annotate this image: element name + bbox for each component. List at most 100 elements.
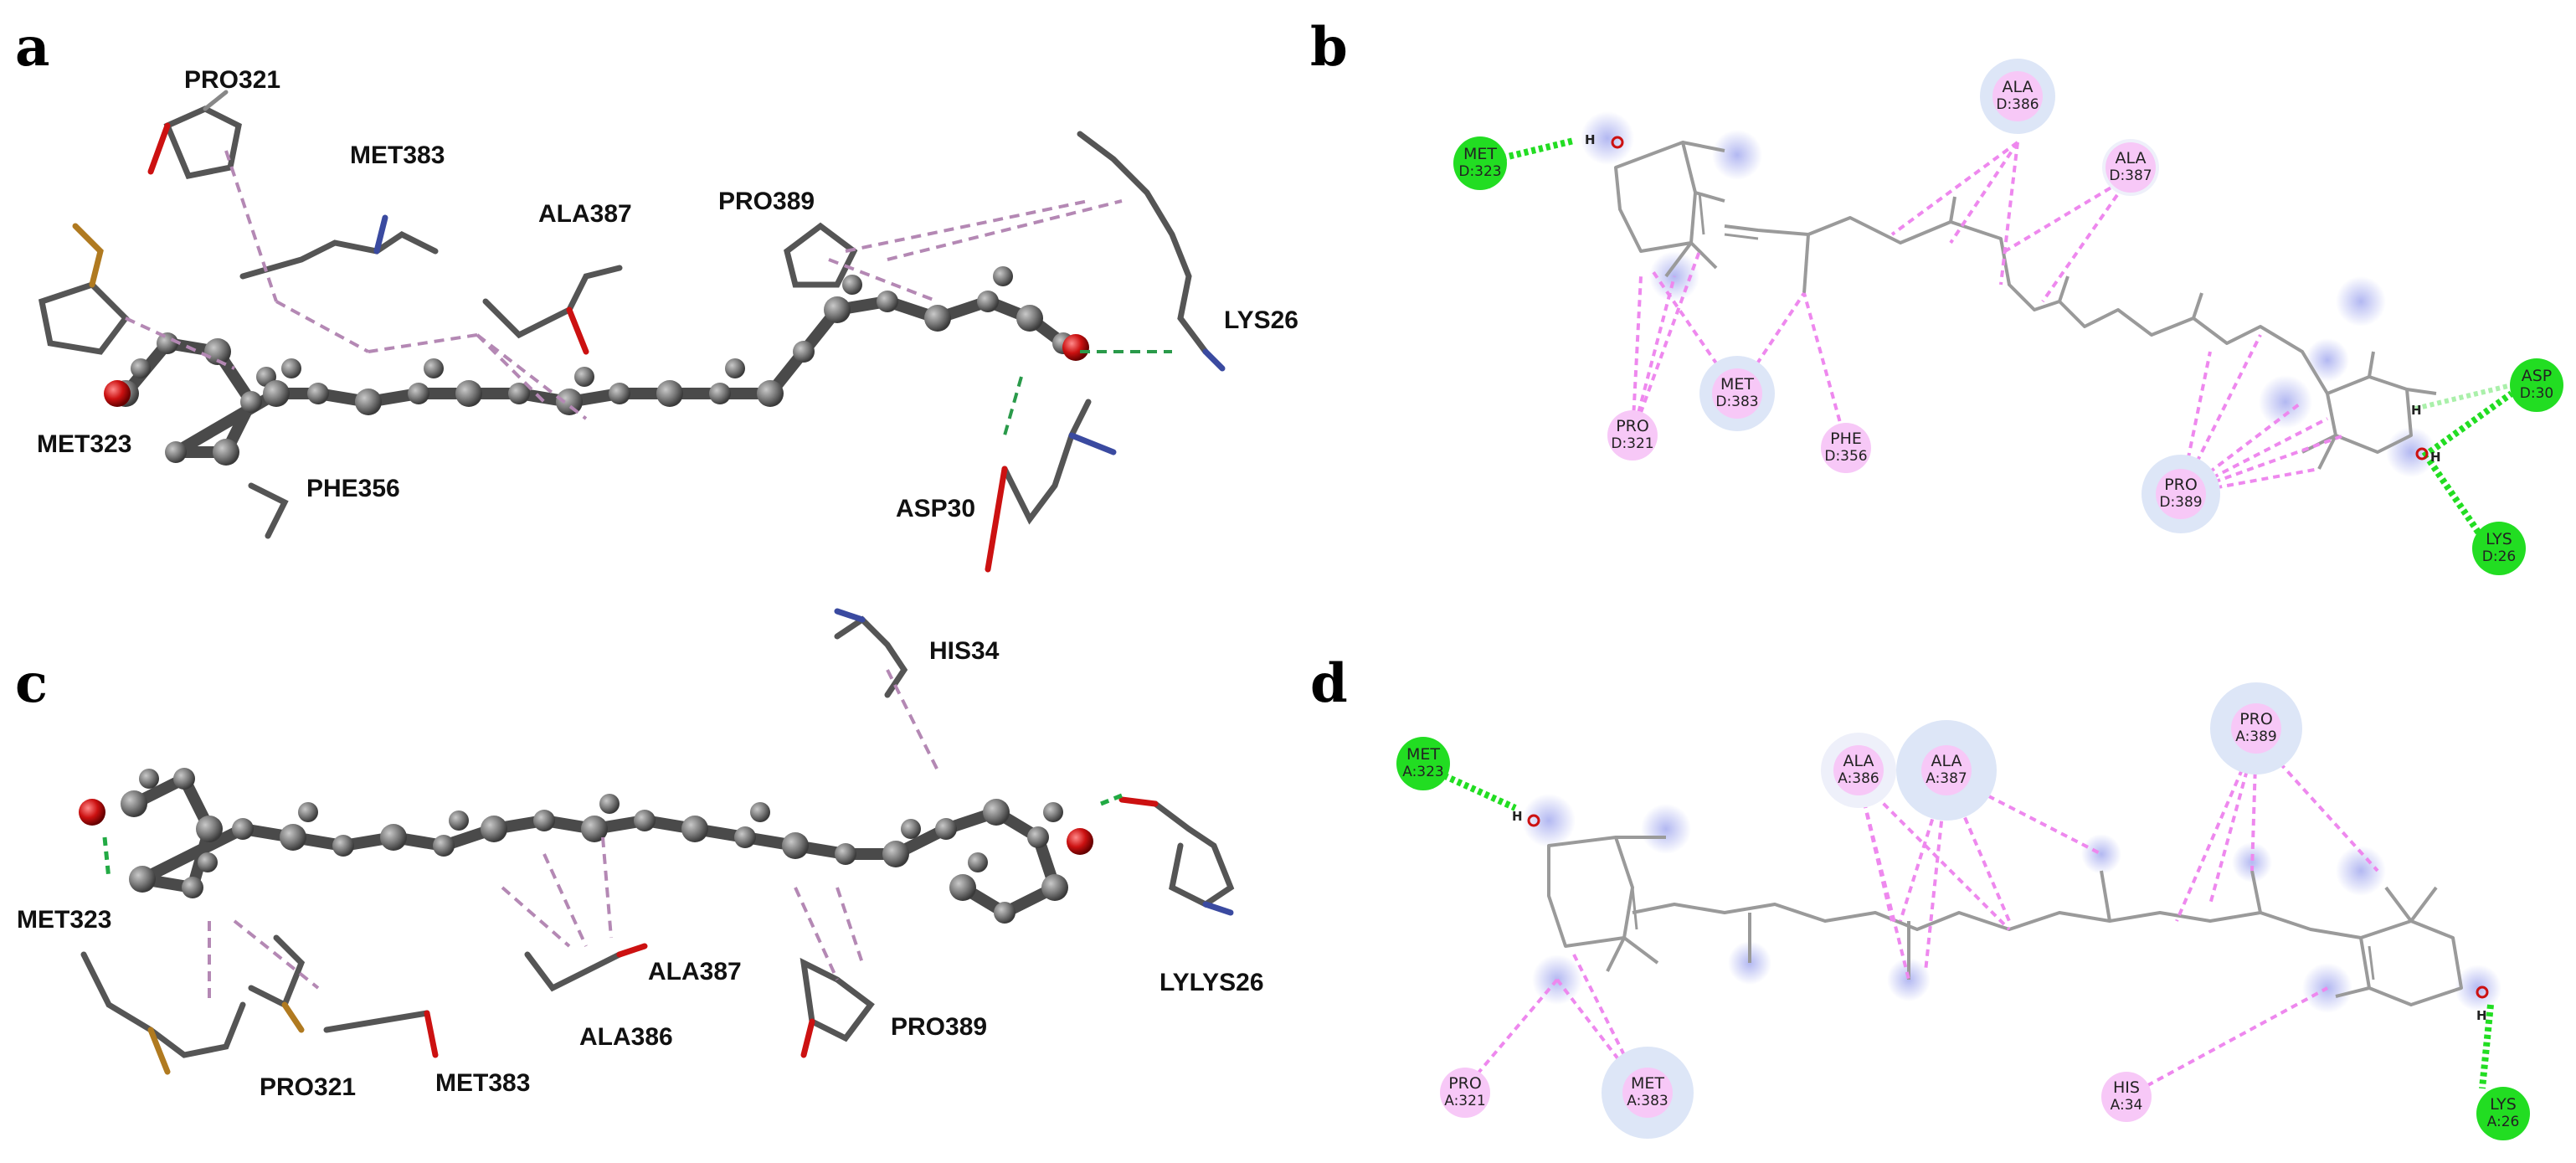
residue-id-b-asp30: D:30	[2520, 385, 2553, 402]
residue-name-d-ala386: ALA	[1843, 752, 1874, 770]
ligand-atom	[734, 826, 756, 848]
residue-name-d-pro321: PRO	[1448, 1074, 1482, 1093]
ligand-hydrogen	[968, 852, 988, 872]
residue-label-c-7: MET383	[435, 1069, 530, 1097]
ligand-atom	[924, 305, 951, 332]
residue-name-d-his34: HIS	[2113, 1078, 2140, 1097]
ligand-oxygen	[1062, 334, 1089, 361]
ligand-atom	[240, 391, 262, 413]
interaction-dashes-a	[125, 150, 1123, 420]
ligand-atom	[165, 441, 187, 463]
ligand-atom	[935, 818, 957, 840]
hbond-lines-b	[1479, 137, 2514, 547]
residue-label-a-0: PRO321	[184, 66, 280, 94]
ligand-atom	[481, 816, 507, 842]
residue-name-d-pro389: PRO	[2239, 710, 2273, 728]
panel-c: c HIS34 MET323 ALA38	[15, 608, 1264, 1101]
residue-label-a-7: ASP30	[896, 495, 975, 522]
ligand-oxygen	[79, 799, 105, 826]
h-atom-b-1: H	[2411, 403, 2422, 418]
bubbles-b	[1453, 71, 2563, 575]
ligand-oxygen	[1067, 828, 1093, 855]
ligand-atom	[634, 810, 656, 831]
residue-name-d-lys26: LYS	[2490, 1095, 2517, 1114]
ligand-atom	[508, 383, 530, 404]
residue-sticks-c	[80, 608, 1235, 1075]
hydrophobic-lines-b	[1631, 141, 2345, 496]
bubbles-d	[1396, 703, 2530, 1140]
ligand-atom	[656, 380, 683, 407]
h-atom-d-0: H	[1512, 809, 1523, 824]
residue-name-b-ala386: ALA	[2002, 78, 2033, 96]
residue-label-a-6: PHE356	[306, 475, 400, 502]
panel-d: d	[1310, 652, 2530, 1140]
ligand-oxygen	[104, 380, 131, 407]
residue-name-d-ala387: ALA	[1931, 752, 1962, 770]
residue-id-d-pro321: A:321	[1444, 1093, 1486, 1109]
ligand-2d-b	[1614, 141, 2437, 470]
residue-name-b-met383: MET	[1720, 375, 1754, 394]
residue-id-d-pro389: A:389	[2235, 728, 2277, 745]
ligand-hydrogen	[449, 810, 469, 831]
h-atom-b-2: H	[2430, 450, 2441, 465]
ligand-atom	[882, 841, 909, 867]
residue-id-b-phe356: D:356	[1824, 448, 1867, 465]
bubble-halos-b	[1699, 59, 2220, 533]
ligand-atom	[280, 824, 306, 851]
ligand-atom	[835, 843, 856, 865]
ligand-atom	[408, 383, 429, 404]
residue-id-b-pro321: D:321	[1611, 435, 1653, 452]
residue-name-b-pro321: PRO	[1616, 417, 1649, 435]
panel-label-c: c	[15, 652, 48, 715]
ligand-hydrogen	[842, 275, 862, 295]
residue-id-b-lys26: D:26	[2482, 548, 2516, 565]
residue-name-d-met323: MET	[1406, 745, 1440, 764]
ligand-atom	[121, 790, 147, 817]
ligand-atom	[581, 816, 608, 842]
residue-label-a-4: LYS26	[1224, 306, 1298, 334]
residue-label-c-5: PRO389	[891, 1013, 987, 1041]
ligand-atom	[949, 874, 976, 901]
weak-hbond-lines-b	[2414, 383, 2512, 411]
residue-label-a-1: MET383	[350, 142, 445, 169]
residue-label-c-0: HIS34	[929, 637, 1000, 665]
h-atom-d-1: H	[2476, 1008, 2487, 1023]
residue-label-c-2: ALA387	[648, 958, 742, 985]
ligand-hydrogen	[281, 358, 301, 378]
residue-label-a-3: PRO389	[718, 188, 815, 215]
ligand-atom	[977, 291, 999, 312]
ligand-hydrogen	[574, 367, 594, 387]
ligand-atom	[782, 832, 809, 859]
residue-name-b-ala387: ALA	[2115, 149, 2146, 167]
residue-id-d-lys26: A:26	[2487, 1114, 2520, 1130]
ligand-hydrogen	[298, 802, 318, 822]
ligand-atom	[681, 816, 708, 842]
residue-name-b-lys26: LYS	[2486, 530, 2512, 548]
bubble-labels-d: MET A:323 LYS A:26 ALA A:386 ALA A:387 P…	[1402, 710, 2519, 1130]
ligand-atoms-b: H H H	[1585, 132, 2441, 465]
residue-id-b-pro389: D:389	[2159, 494, 2202, 511]
residue-label-c-4: ALA386	[579, 1023, 673, 1051]
ligand-atom	[232, 818, 254, 840]
ligand-atom	[793, 341, 815, 363]
residue-name-b-phe356: PHE	[1830, 430, 1862, 448]
ligand-atom	[455, 380, 482, 407]
residue-id-b-met323: D:323	[1458, 163, 1501, 180]
ligand-atom	[380, 824, 407, 851]
ligand-hydrogen	[1043, 802, 1063, 822]
residue-id-d-his34: A:34	[2111, 1097, 2143, 1114]
residue-id-b-ala387: D:387	[2109, 167, 2152, 184]
ligand-hydrogen	[139, 769, 159, 789]
ligand-atom	[824, 296, 851, 323]
ligand-atom	[263, 380, 290, 407]
ligand-atom	[173, 768, 195, 790]
ligand-atom	[877, 291, 898, 312]
ligand-atom	[533, 810, 555, 831]
ligand-hydrogen	[424, 358, 444, 378]
residue-name-b-met323: MET	[1463, 145, 1497, 163]
ligand-atom	[204, 338, 231, 365]
residue-label-c-1: MET323	[17, 906, 111, 934]
residue-sticks-a	[38, 90, 1226, 573]
ligand-atom	[213, 439, 239, 466]
residue-id-d-met323: A:323	[1402, 764, 1444, 780]
